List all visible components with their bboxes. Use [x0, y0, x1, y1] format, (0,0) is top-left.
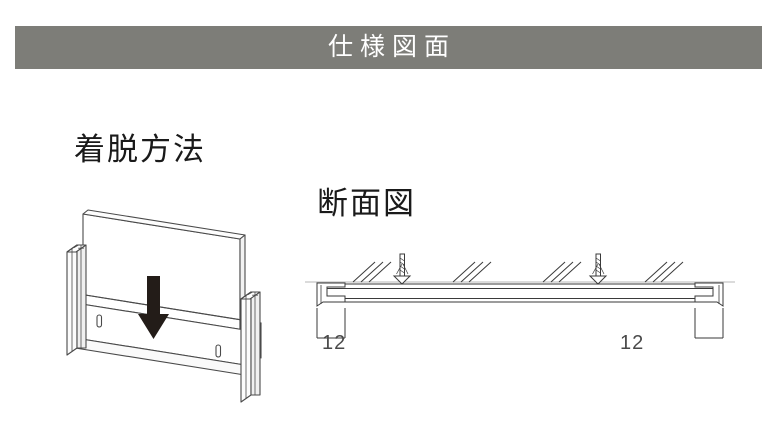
dimension-left-extension	[316, 308, 346, 339]
base-slot-left	[96, 314, 103, 328]
section-heading-cross-section: 断面図	[317, 186, 416, 221]
hatch-group-4	[644, 261, 684, 283]
section-heading-attach: 着脱方法	[74, 132, 206, 167]
dimension-label-left: 12	[322, 332, 347, 354]
header-banner: 仕様図面	[15, 26, 762, 69]
hatch-group-1	[352, 261, 392, 283]
fastener-screw-left	[392, 253, 412, 285]
right-post	[240, 291, 261, 403]
page-title: 仕様図面	[327, 33, 456, 61]
right-end-cap	[694, 282, 724, 307]
hatch-group-3	[542, 261, 582, 283]
dimension-right-extension	[694, 308, 724, 339]
rail-body	[326, 283, 714, 303]
hatch-group-2	[452, 261, 492, 283]
left-post	[66, 244, 87, 356]
panel-insertion-diagram	[55, 198, 295, 403]
fastener-screw-right	[588, 253, 608, 285]
down-arrow-icon	[138, 276, 169, 339]
rail-cross-section-diagram	[305, 240, 735, 370]
left-end-cap	[316, 282, 346, 307]
dimension-label-right: 12	[620, 332, 645, 354]
base-slot-right	[215, 344, 222, 358]
